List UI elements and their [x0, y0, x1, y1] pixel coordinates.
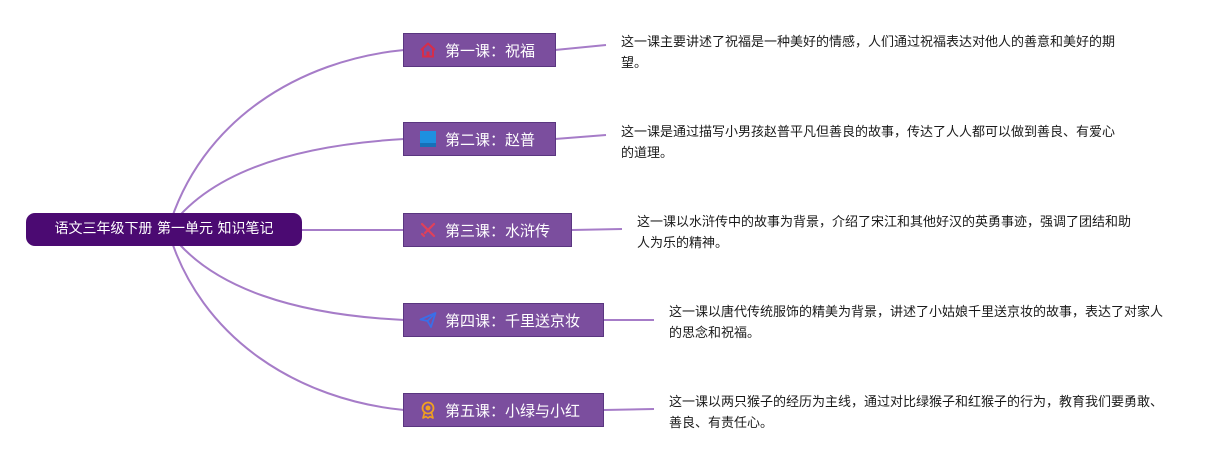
crossed-swords-icon [418, 220, 438, 240]
topic-description-4: 这一课以唐代传统服饰的精美为背景，讲述了小姑娘千里送京妆的故事，表达了对家人的思… [669, 305, 1164, 341]
topic-lesson-1[interactable]: 第一课：祝福 [403, 33, 556, 67]
desc-line-5 [603, 408, 655, 411]
branch-line-1 [167, 49, 405, 231]
topic-description-3: 这一课以水浒传中的故事为背景，介绍了宋江和其他好汉的英勇事迹，强调了团结和助人为… [637, 215, 1132, 251]
topic-description-2: 这一课是通过描写小男孩赵普平凡但善良的故事，传达了人人都可以做到善良、有爱心的道… [621, 125, 1116, 161]
square-icon [418, 129, 438, 149]
topic-description-5: 这一课以两只猴子的经历为主线，通过对比绿猴子和红猴子的行为，教育我们要勇敢、善良… [669, 395, 1164, 431]
house-icon [418, 40, 438, 60]
topic-label: 第一课：祝福 [445, 41, 536, 60]
desc-line-3 [571, 228, 623, 231]
branch-line-5 [167, 229, 405, 411]
topic-lesson-3[interactable]: 第三课：水浒传 [403, 213, 572, 247]
topic-label: 第五课：小绿与小红 [445, 401, 581, 420]
desc-line-1 [554, 44, 607, 51]
medal-icon [418, 400, 438, 420]
topic-lesson-2[interactable]: 第二课：赵普 [403, 122, 556, 156]
desc-line-2 [554, 134, 607, 140]
paper-plane-icon [418, 310, 438, 330]
root-topic[interactable]: 语文三年级下册 第一单元 知识笔记 [26, 213, 302, 246]
topic-label: 第二课：赵普 [445, 130, 536, 149]
branch-line-2 [167, 138, 405, 231]
topic-label: 第三课：水浒传 [445, 221, 551, 240]
branch-line-4 [167, 229, 405, 321]
topic-label: 第四课：千里送京妆 [445, 311, 581, 330]
topic-description-1: 这一课主要讲述了祝福是一种美好的情感，人们通过祝福表达对他人的善意和美好的期望。 [621, 35, 1116, 71]
topic-lesson-5[interactable]: 第五课：小绿与小红 [403, 393, 604, 427]
root-topic-label: 语文三年级下册 第一单元 知识笔记 [54, 221, 274, 237]
topic-lesson-4[interactable]: 第四课：千里送京妆 [403, 303, 604, 337]
